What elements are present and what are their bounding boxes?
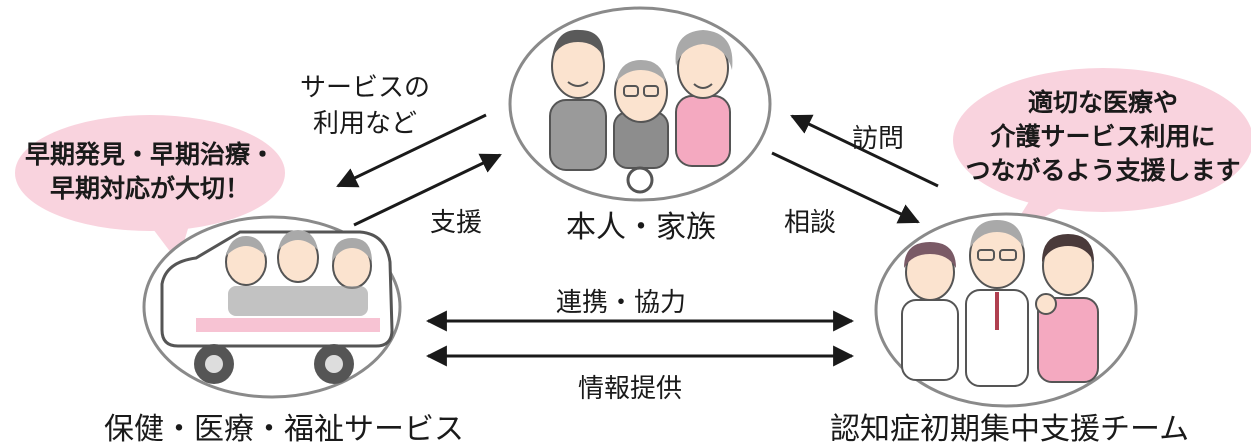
right-bubble-line-1: 適切な医療や: [1027, 88, 1178, 117]
edge-label-consult: 相談: [784, 208, 837, 238]
left-bubble-line-2: 早期対応が大切！: [49, 174, 250, 203]
left-bubble-line-1: 早期発見・早期治療・: [24, 140, 275, 169]
node-label-services: 保健・医療・福祉サービス: [104, 412, 464, 447]
node-label-family: 本人・家族: [566, 210, 716, 245]
arrows: [336, 113, 939, 367]
edge-label-visit: 訪問: [852, 124, 905, 154]
family-illustration: [508, 6, 772, 202]
left-bubble-text: 早期発見・早期治療・ 早期対応が大切！: [16, 138, 284, 206]
car-illustration: [142, 215, 402, 399]
right-bubble-line-3: つながるよう支援します: [965, 156, 1241, 185]
arrow-support: [353, 153, 502, 227]
service-use-line-1: サービスの: [300, 73, 431, 103]
edge-label-support: 支援: [430, 208, 483, 238]
arrow-consult: [771, 151, 920, 224]
edge-label-info: 情報提供: [578, 374, 683, 404]
edge-label-service-use: サービスの 利用など: [300, 70, 430, 142]
right-bubble-text: 適切な医療や 介護サービス利用に つながるよう支援します: [958, 86, 1248, 188]
arrow-visit: [790, 114, 939, 188]
care-team-illustration: [874, 212, 1138, 408]
edge-label-cooperation: 連携・協力: [556, 288, 687, 318]
right-bubble-line-2: 介護サービス利用に: [990, 122, 1216, 151]
service-use-line-2: 利用など: [313, 109, 418, 139]
arrow-service-use: [336, 113, 487, 188]
node-label-team: 認知症初期集中支援チーム: [830, 412, 1190, 447]
